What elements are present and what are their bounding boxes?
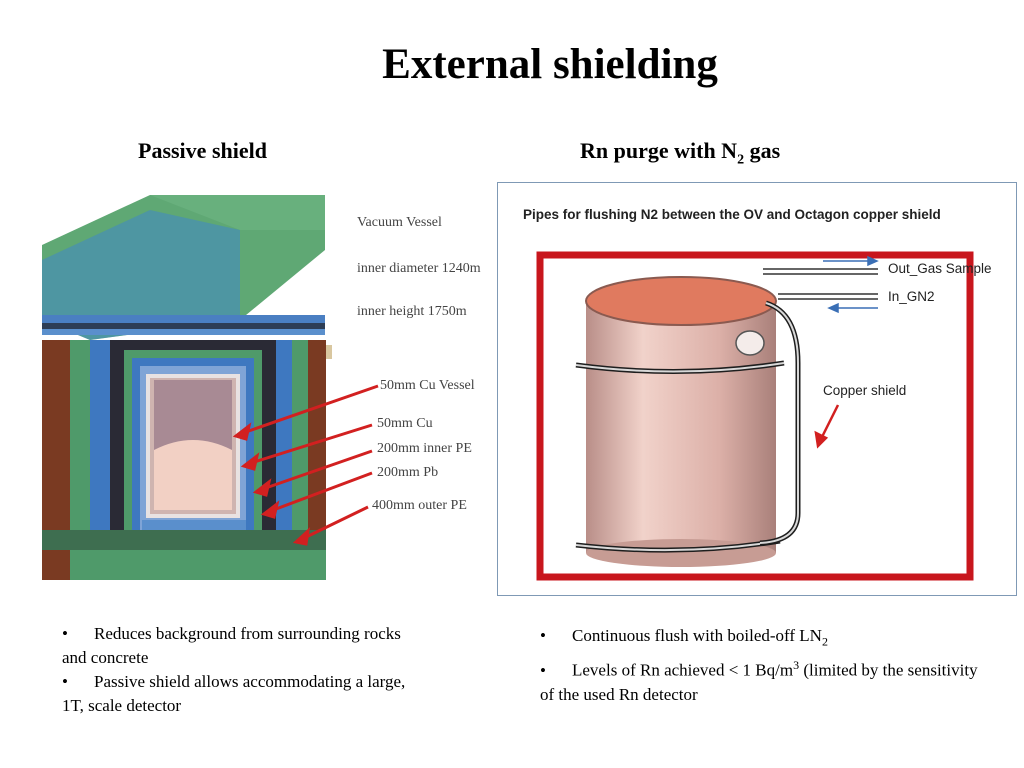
pipes-caption: Pipes for flushing N2 between the OV and… — [523, 207, 941, 222]
bullet-item: •Passive shield allows accommodating a l… — [62, 672, 406, 715]
cu-vessel-label: 50mm Cu Vessel — [380, 378, 475, 393]
shield-cutaway-illustration — [42, 195, 379, 580]
in-gn2-label: In_GN2 — [888, 289, 935, 304]
passive-shield-diagram: Vacuum Vessel inner diameter 1240m inner… — [30, 190, 500, 590]
passive-shield-heading: Passive shield — [138, 138, 267, 163]
pb-layer-label: 200mm Pb — [377, 465, 439, 480]
inner-pe-label: 200mm inner PE — [377, 441, 472, 456]
cu-layer-label: 50mm Cu — [377, 416, 433, 431]
bullet-item: •Reduces background from surrounding roc… — [62, 624, 401, 667]
outer-pe-label: 400mm outer PE — [372, 498, 467, 513]
passive-shield-bullets: •Reduces background from surrounding roc… — [62, 622, 422, 718]
rn-purge-diagram: Pipes for flushing N2 between the OV and… — [497, 182, 1017, 596]
inner-diameter-label: inner diameter 1240m — [357, 261, 481, 276]
slide-title: External shielding — [382, 41, 718, 88]
vacuum-vessel-label: Vacuum Vessel — [357, 215, 442, 230]
rn-purge-bullets: •Continuous flush with boiled-off LN2 •L… — [540, 624, 980, 707]
copper-shield-label: Copper shield — [823, 383, 907, 398]
copper-shield-illustration — [536, 251, 974, 581]
bullet-item: •Continuous flush with boiled-off LN2 — [540, 626, 828, 649]
inner-height-label: inner height 1750m — [357, 304, 467, 319]
bullet-item: •Levels of Rn achieved < 1 Bq/m3 (limite… — [540, 658, 978, 705]
rn-purge-heading: Rn purge with N2 gas — [580, 138, 781, 168]
out-gas-sample-label: Out_Gas Sample — [888, 261, 992, 276]
